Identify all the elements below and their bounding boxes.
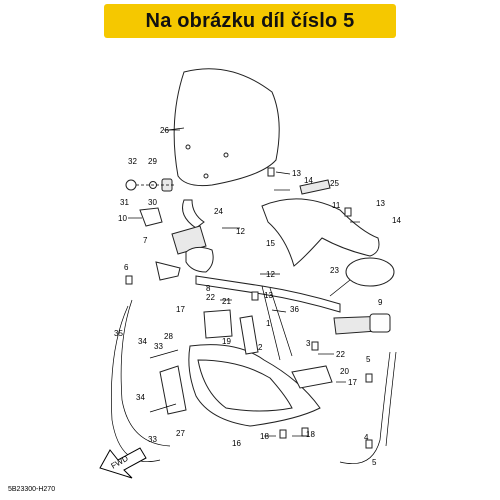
callout-26: 26 <box>160 126 169 135</box>
callout-2: 2 <box>258 343 263 352</box>
callout-5b: 5 <box>372 458 377 467</box>
sticker-part <box>299 179 331 195</box>
callout-33b: 33 <box>148 435 157 444</box>
callout-22a: 22 <box>206 293 215 302</box>
upper-cover-part <box>261 198 380 267</box>
callout-16: 16 <box>232 439 241 448</box>
windshield-part <box>173 68 280 187</box>
diagram-code: 5B23300-H270 <box>8 486 56 493</box>
fwd-arrow <box>99 447 147 479</box>
callout-30: 30 <box>148 198 157 207</box>
callout-1: 1 <box>266 319 271 328</box>
callout-18a: 18 <box>260 432 269 441</box>
callout-34b: 34 <box>136 393 145 402</box>
callout-35: 35 <box>114 329 123 338</box>
callout-5a: 5 <box>366 355 371 364</box>
callout-18b: 18 <box>306 430 315 439</box>
callout-22b: 22 <box>336 350 345 359</box>
callout-13a: 13 <box>292 169 301 178</box>
callout-14b: 14 <box>392 216 401 225</box>
callout-13b: 13 <box>376 199 385 208</box>
switch-cover-part <box>291 365 333 389</box>
handlebar-part <box>195 275 341 313</box>
callout-9: 9 <box>378 298 383 307</box>
callout-4: 4 <box>364 433 369 442</box>
callout-23: 23 <box>330 266 339 275</box>
callout-36: 36 <box>290 305 299 314</box>
bracket-small-part <box>203 309 233 339</box>
callout-29: 29 <box>148 157 157 166</box>
callout-32: 32 <box>128 157 137 166</box>
mirror-stem-part <box>182 199 205 229</box>
clamp-part <box>239 315 259 355</box>
callout-12b: 12 <box>266 270 275 279</box>
callout-17a: 17 <box>176 305 185 314</box>
left-lever-part <box>159 365 187 415</box>
mirror-part <box>345 257 395 287</box>
callout-6: 6 <box>124 263 129 272</box>
callout-7: 7 <box>143 236 148 245</box>
callout-13c: 13 <box>264 291 273 300</box>
callout-17b: 17 <box>348 378 357 387</box>
banner-title: Na obrázku díl číslo 5 <box>145 9 355 32</box>
callout-19: 19 <box>222 337 231 346</box>
callout-27: 27 <box>176 429 185 438</box>
lever-part <box>155 261 181 281</box>
callout-21: 21 <box>222 297 231 306</box>
callout-12a: 12 <box>236 227 245 236</box>
callout-20: 20 <box>340 367 349 376</box>
bracket-part <box>139 207 163 227</box>
callout-34a: 34 <box>138 337 147 346</box>
switch-housing-part <box>185 246 214 273</box>
callout-15: 15 <box>266 239 275 248</box>
callout-31: 31 <box>120 198 129 207</box>
callout-28: 28 <box>164 332 173 341</box>
callout-33a: 33 <box>154 342 163 351</box>
callout-3: 3 <box>306 339 311 348</box>
washer-part <box>125 179 137 191</box>
callout-10: 10 <box>118 214 127 223</box>
callout-8: 8 <box>206 284 211 293</box>
cable-right-part <box>339 351 391 464</box>
callout-24: 24 <box>214 207 223 216</box>
callout-14a: 14 <box>304 176 313 185</box>
callout-25: 25 <box>330 179 339 188</box>
title-banner: Na obrázku díl číslo 5 <box>104 4 396 38</box>
callout-11: 11 <box>332 201 341 210</box>
